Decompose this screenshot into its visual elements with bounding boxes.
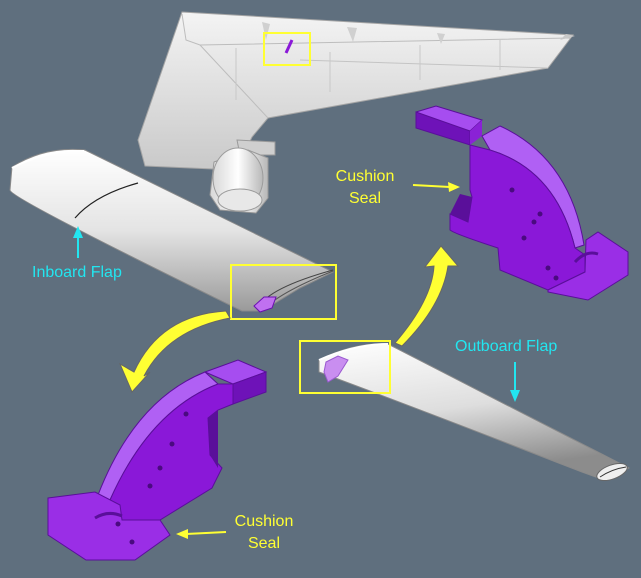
cushion-seal-label-top-line1: Cushion — [335, 168, 395, 185]
cushion-seal-label-top: Cushion Seal — [330, 166, 400, 210]
callout-arrow-top-seal — [412, 184, 451, 188]
cushion-seal-label-bottom-line2: Seal — [247, 535, 281, 552]
wing-seal-marker — [284, 39, 294, 54]
curved-arrow-to-top-seal — [394, 245, 460, 347]
inboard-seal-location-highlight — [230, 264, 337, 320]
wing-illustration — [137, 11, 575, 171]
cushion-seal-part-top — [415, 105, 629, 301]
cushion-seal-label-top-line2: Seal — [348, 190, 382, 207]
inboard-flap-label: Inboard Flap — [32, 264, 122, 281]
callout-arrow-bottom-seal — [185, 531, 227, 535]
outboard-seal-location-highlight — [299, 340, 391, 394]
curved-arrow-to-bottom-seal — [118, 310, 231, 393]
cushion-seal-label-bottom-line1: Cushion — [234, 513, 294, 530]
inboard-flap-illustration — [9, 148, 335, 313]
wing-seal-location-highlight — [263, 32, 311, 66]
outboard-flap-illustration — [318, 343, 631, 482]
cushion-seal-label-bottom: Cushion Seal — [228, 511, 300, 555]
outboard-flap-label: Outboard Flap — [455, 338, 558, 355]
cushion-seal-part-bottom — [47, 359, 268, 561]
engine-illustration — [209, 139, 276, 214]
